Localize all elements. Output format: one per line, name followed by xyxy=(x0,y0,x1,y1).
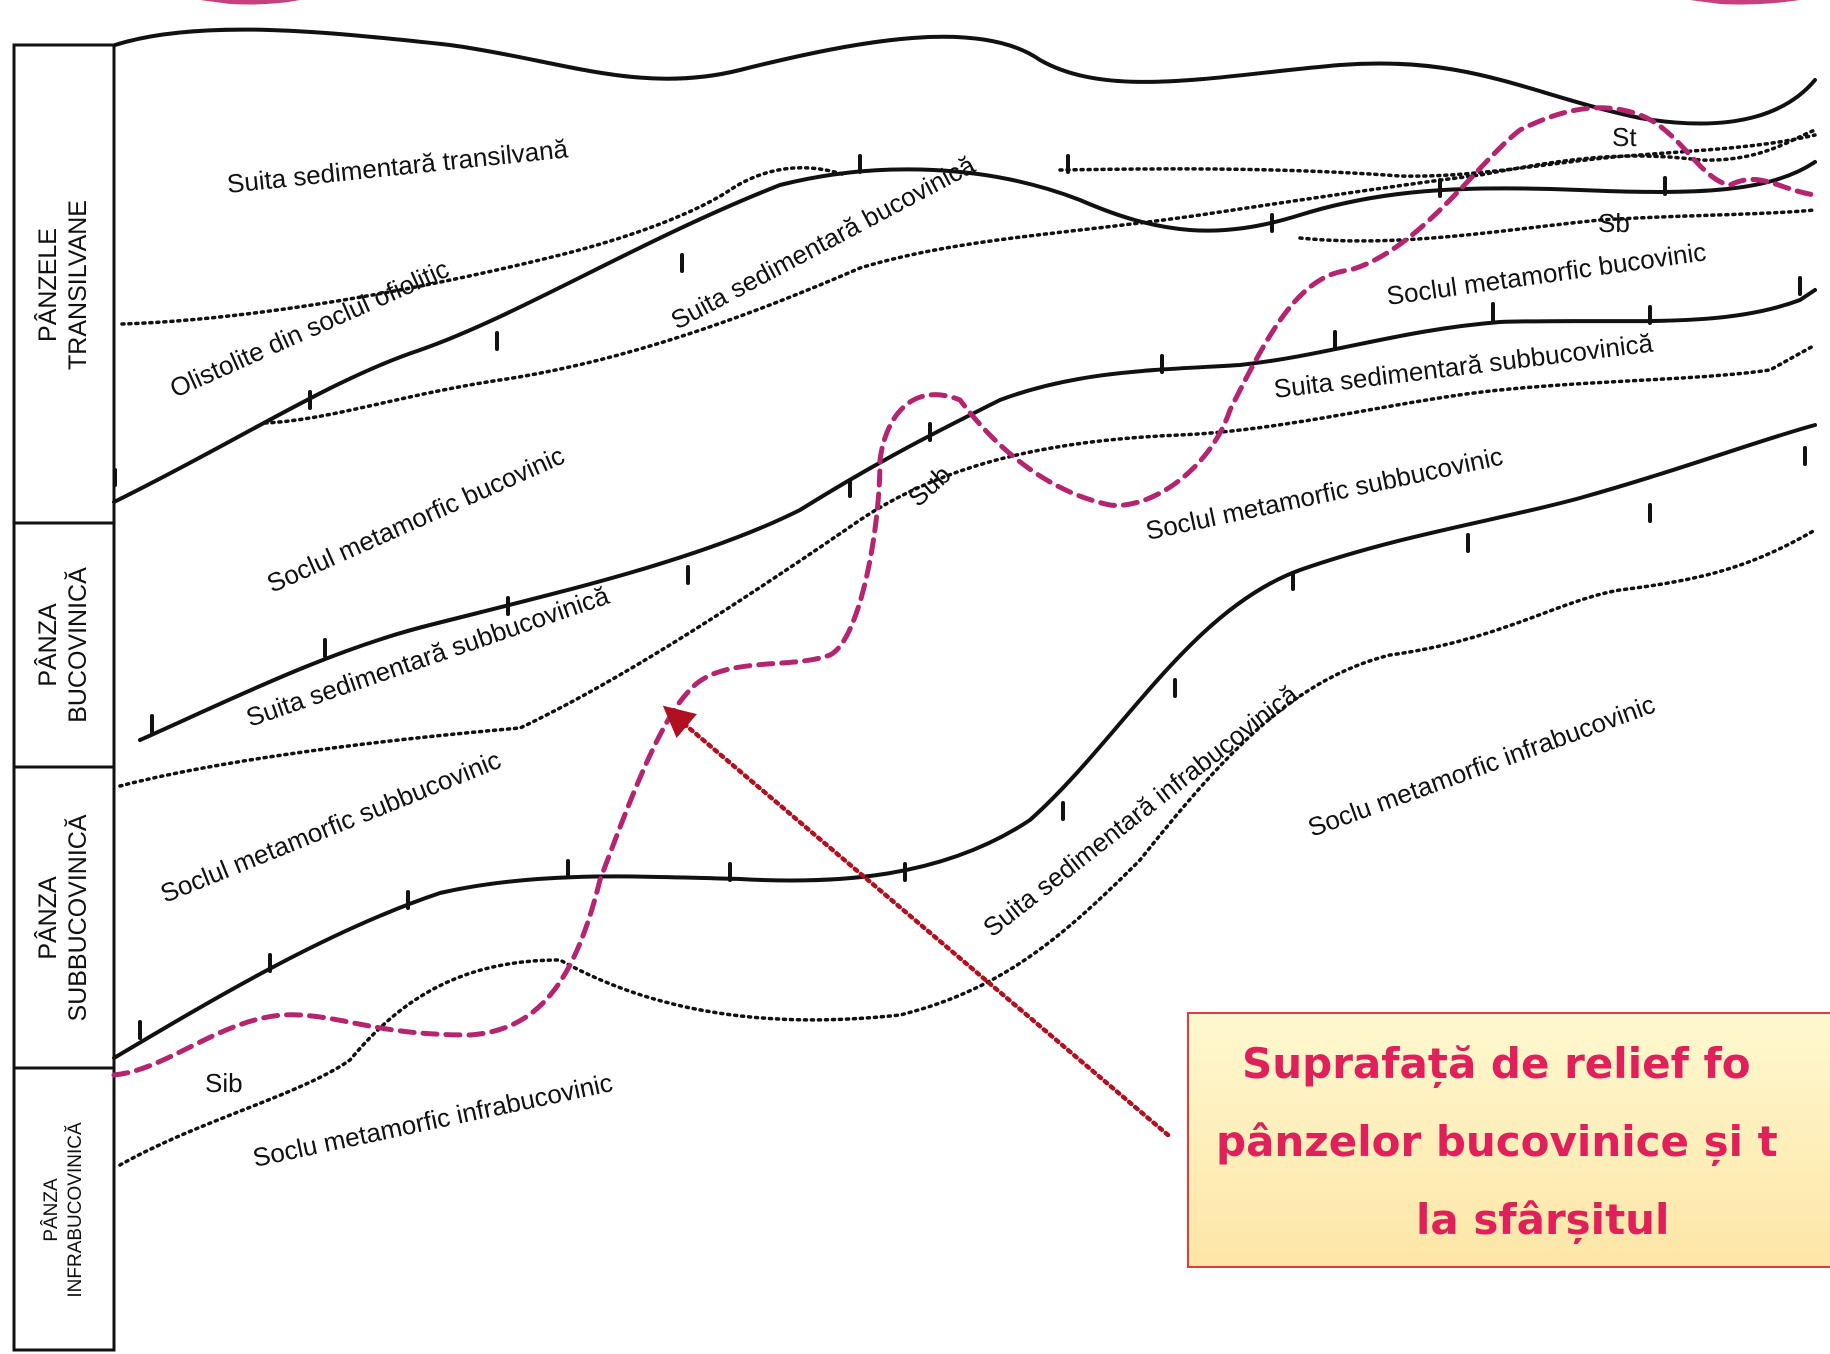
top-right-decoration xyxy=(1690,0,1800,5)
column-label-transilvane-line1: PÂNZELE xyxy=(33,228,62,342)
callout-box: Suprafață de relief fo pânzelor bucovini… xyxy=(1187,1012,1830,1268)
column-label-infrabucovinica-line1: PÂNZA xyxy=(40,1178,62,1242)
dotted-infrabucovinic-sed-base xyxy=(118,528,1817,1167)
column-label-bucovinica: PÂNZA BUCOVINICĂ xyxy=(33,567,92,723)
label-suita-transilvana: Suita sedimentară transilvană xyxy=(225,133,569,199)
callout-line-3: la sfârșitul xyxy=(1416,1195,1669,1245)
label-soclul-subbucovinic-left: Soclul metamorfic subbucovinic xyxy=(156,744,505,908)
column-label-transilvane: PÂNZELE TRANSILVANE xyxy=(33,200,92,370)
label-sib: Sib xyxy=(205,1068,243,1098)
column-label-subbucovinica-line1: PÂNZA xyxy=(33,876,62,960)
column-label-bucovinica-line2: BUCOVINICĂ xyxy=(63,567,92,723)
dotted-subbucovinic-sed-base xyxy=(118,343,1817,788)
label-sub: Sub xyxy=(902,459,956,512)
subbucovinic-thrust-line xyxy=(138,288,1817,742)
label-suita-subbucovinica-right: Suita sedimentară subbucovinică xyxy=(1272,328,1655,404)
thrust-tick-marks xyxy=(113,154,1807,1040)
infrabucovinic-thrust-line xyxy=(112,423,1817,1060)
label-sb: Sb xyxy=(1598,208,1630,238)
dotted-olistolite-top xyxy=(120,166,847,326)
column-label-infrabucovinica-line2: INFRABUCOVINICĂ xyxy=(65,1122,86,1298)
column-label-transilvane-line2: TRANSILVANE xyxy=(64,200,92,370)
dotted-transilvan-upper xyxy=(1058,133,1817,178)
column-label-subbucovinica-line2: SUBBUCOVINICĂ xyxy=(63,814,92,1021)
dotted-sb-base xyxy=(1298,208,1817,243)
column-label-bucovinica-line1: PÂNZA xyxy=(33,603,62,687)
top-surface-line xyxy=(113,27,1817,126)
label-suita-infra: Suita sedimentară infrabucovinică xyxy=(977,679,1303,943)
label-soclu-infra-right: Soclu metamorfic infrabucovinic xyxy=(1304,689,1659,843)
dotted-boundaries xyxy=(118,128,1817,1167)
nappe-column xyxy=(12,43,116,1352)
label-olistolite: Olistolite din soclul ofiolitic xyxy=(165,253,453,403)
callout-arrow xyxy=(662,705,1171,1138)
callout-line-2: pânzelor bucovinice și t xyxy=(1216,1117,1778,1167)
callout-line-1: Suprafață de relief fo xyxy=(1242,1039,1751,1089)
column-label-subbucovinica: PÂNZA SUBBUCOVINICĂ xyxy=(33,814,92,1021)
label-soclul-bucovinic-left: Soclul metamorfic bucovinic xyxy=(262,440,569,598)
solid-boundaries xyxy=(112,27,1817,1060)
bucovinic-thrust-line xyxy=(112,160,1817,504)
column-label-infrabucovinica: PÂNZA INFRABUCOVINICĂ xyxy=(40,1122,86,1298)
label-st: St xyxy=(1612,122,1637,152)
label-soclul-bucovinic-right: Soclul metamorfic bucovinic xyxy=(1385,236,1708,311)
top-left-decoration xyxy=(200,0,300,5)
erosion-surface-line xyxy=(111,105,1818,1078)
